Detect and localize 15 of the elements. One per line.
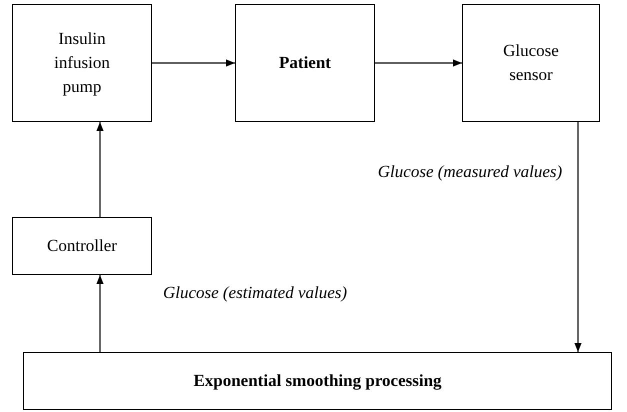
process-box: [12, 4, 152, 122]
process-box: [235, 4, 375, 122]
box-label: Glucose sensor: [502, 40, 560, 86]
box-label: Patient: [279, 52, 331, 74]
box-label: Insulin infusion pump: [53, 28, 111, 98]
process-box: [12, 217, 152, 275]
process-box: [23, 352, 612, 410]
arrow: [574, 122, 582, 352]
box-label: Controller: [47, 235, 117, 257]
process-box: [462, 4, 600, 122]
arrow: [96, 275, 104, 352]
box-label: Exponential smoothing processing: [193, 370, 442, 392]
arrow: [96, 122, 104, 217]
arrow: [375, 59, 462, 67]
arrow: [152, 59, 235, 67]
